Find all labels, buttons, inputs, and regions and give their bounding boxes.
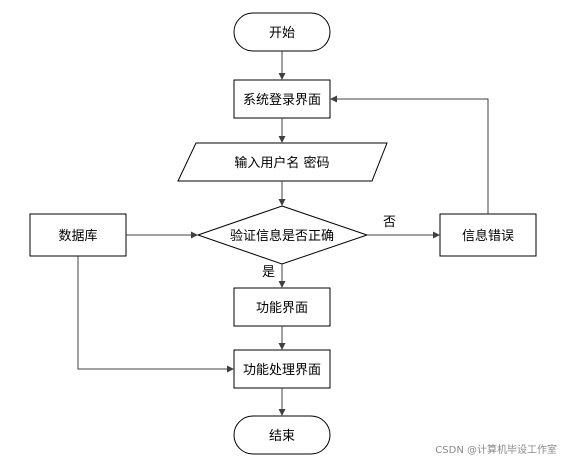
process-page-node: 功能处理界面 xyxy=(233,349,331,389)
process-page-label: 功能处理界面 xyxy=(243,363,321,378)
input-label: 输入用户名 密码 xyxy=(234,155,329,171)
login-node: 系统登录界面 xyxy=(233,79,331,119)
end-label: 结束 xyxy=(269,429,295,444)
end-node: 结束 xyxy=(233,415,331,455)
edge-database-to-process xyxy=(77,256,234,373)
verify-label: 验证信息是否正确 xyxy=(230,228,334,244)
watermark: CSDN @计算机毕设工作室 xyxy=(435,445,557,456)
login-label: 系统登录界面 xyxy=(243,93,321,108)
function-page-node: 功能界面 xyxy=(233,287,331,327)
input-node: 输入用户名 密码 xyxy=(177,142,388,182)
function-page-label: 功能界面 xyxy=(256,301,308,316)
error-node: 信息错误 xyxy=(439,213,537,257)
error-label: 信息错误 xyxy=(462,228,514,244)
verify-node: 验证信息是否正确 xyxy=(196,205,369,265)
database-label: 数据库 xyxy=(58,228,97,244)
database-node: 数据库 xyxy=(29,213,127,257)
start-label: 开始 xyxy=(269,26,295,41)
edge-label-yes: 是 xyxy=(262,265,275,280)
start-node: 开始 xyxy=(233,12,331,52)
edge-error-to-login xyxy=(330,95,489,214)
edge-label-no: 否 xyxy=(383,215,396,230)
